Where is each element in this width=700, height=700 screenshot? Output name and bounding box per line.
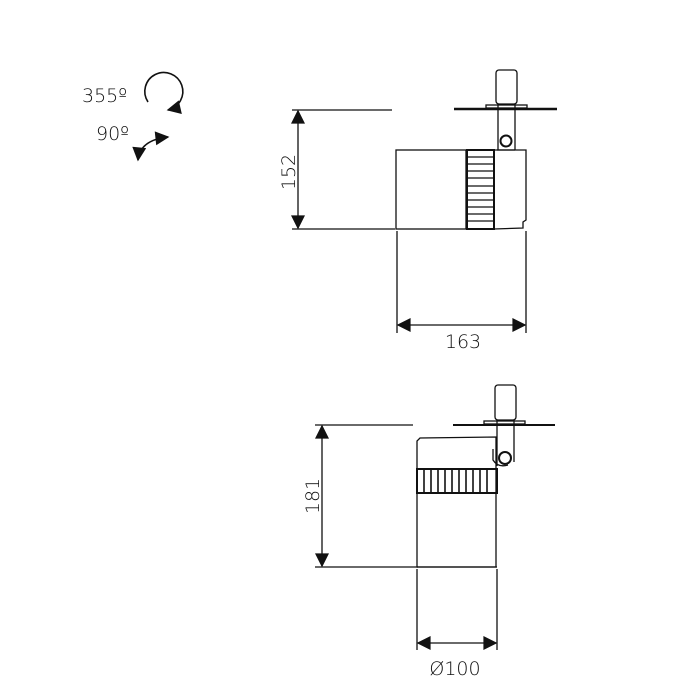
rotation-90-label: 90º (96, 123, 129, 145)
lamp-fins (416, 468, 498, 494)
side-height-label: 152 (278, 154, 300, 190)
side-view-drawing: 152 163 (278, 69, 557, 353)
rotate-vertical-icon (132, 131, 170, 162)
lamp-fins (466, 149, 495, 230)
front-diameter-label: Ø100 (429, 658, 480, 680)
rotation-legend: 355º 90º (82, 71, 184, 162)
front-height-label: 181 (302, 478, 324, 514)
front-view-drawing: 181 Ø100 (302, 384, 555, 680)
rotate-horizontal-icon (144, 71, 184, 115)
lamp-body (395, 149, 467, 230)
lamp-body (416, 436, 497, 568)
rotation-355-label: 355º (82, 85, 127, 107)
side-length-label: 163 (445, 331, 481, 353)
